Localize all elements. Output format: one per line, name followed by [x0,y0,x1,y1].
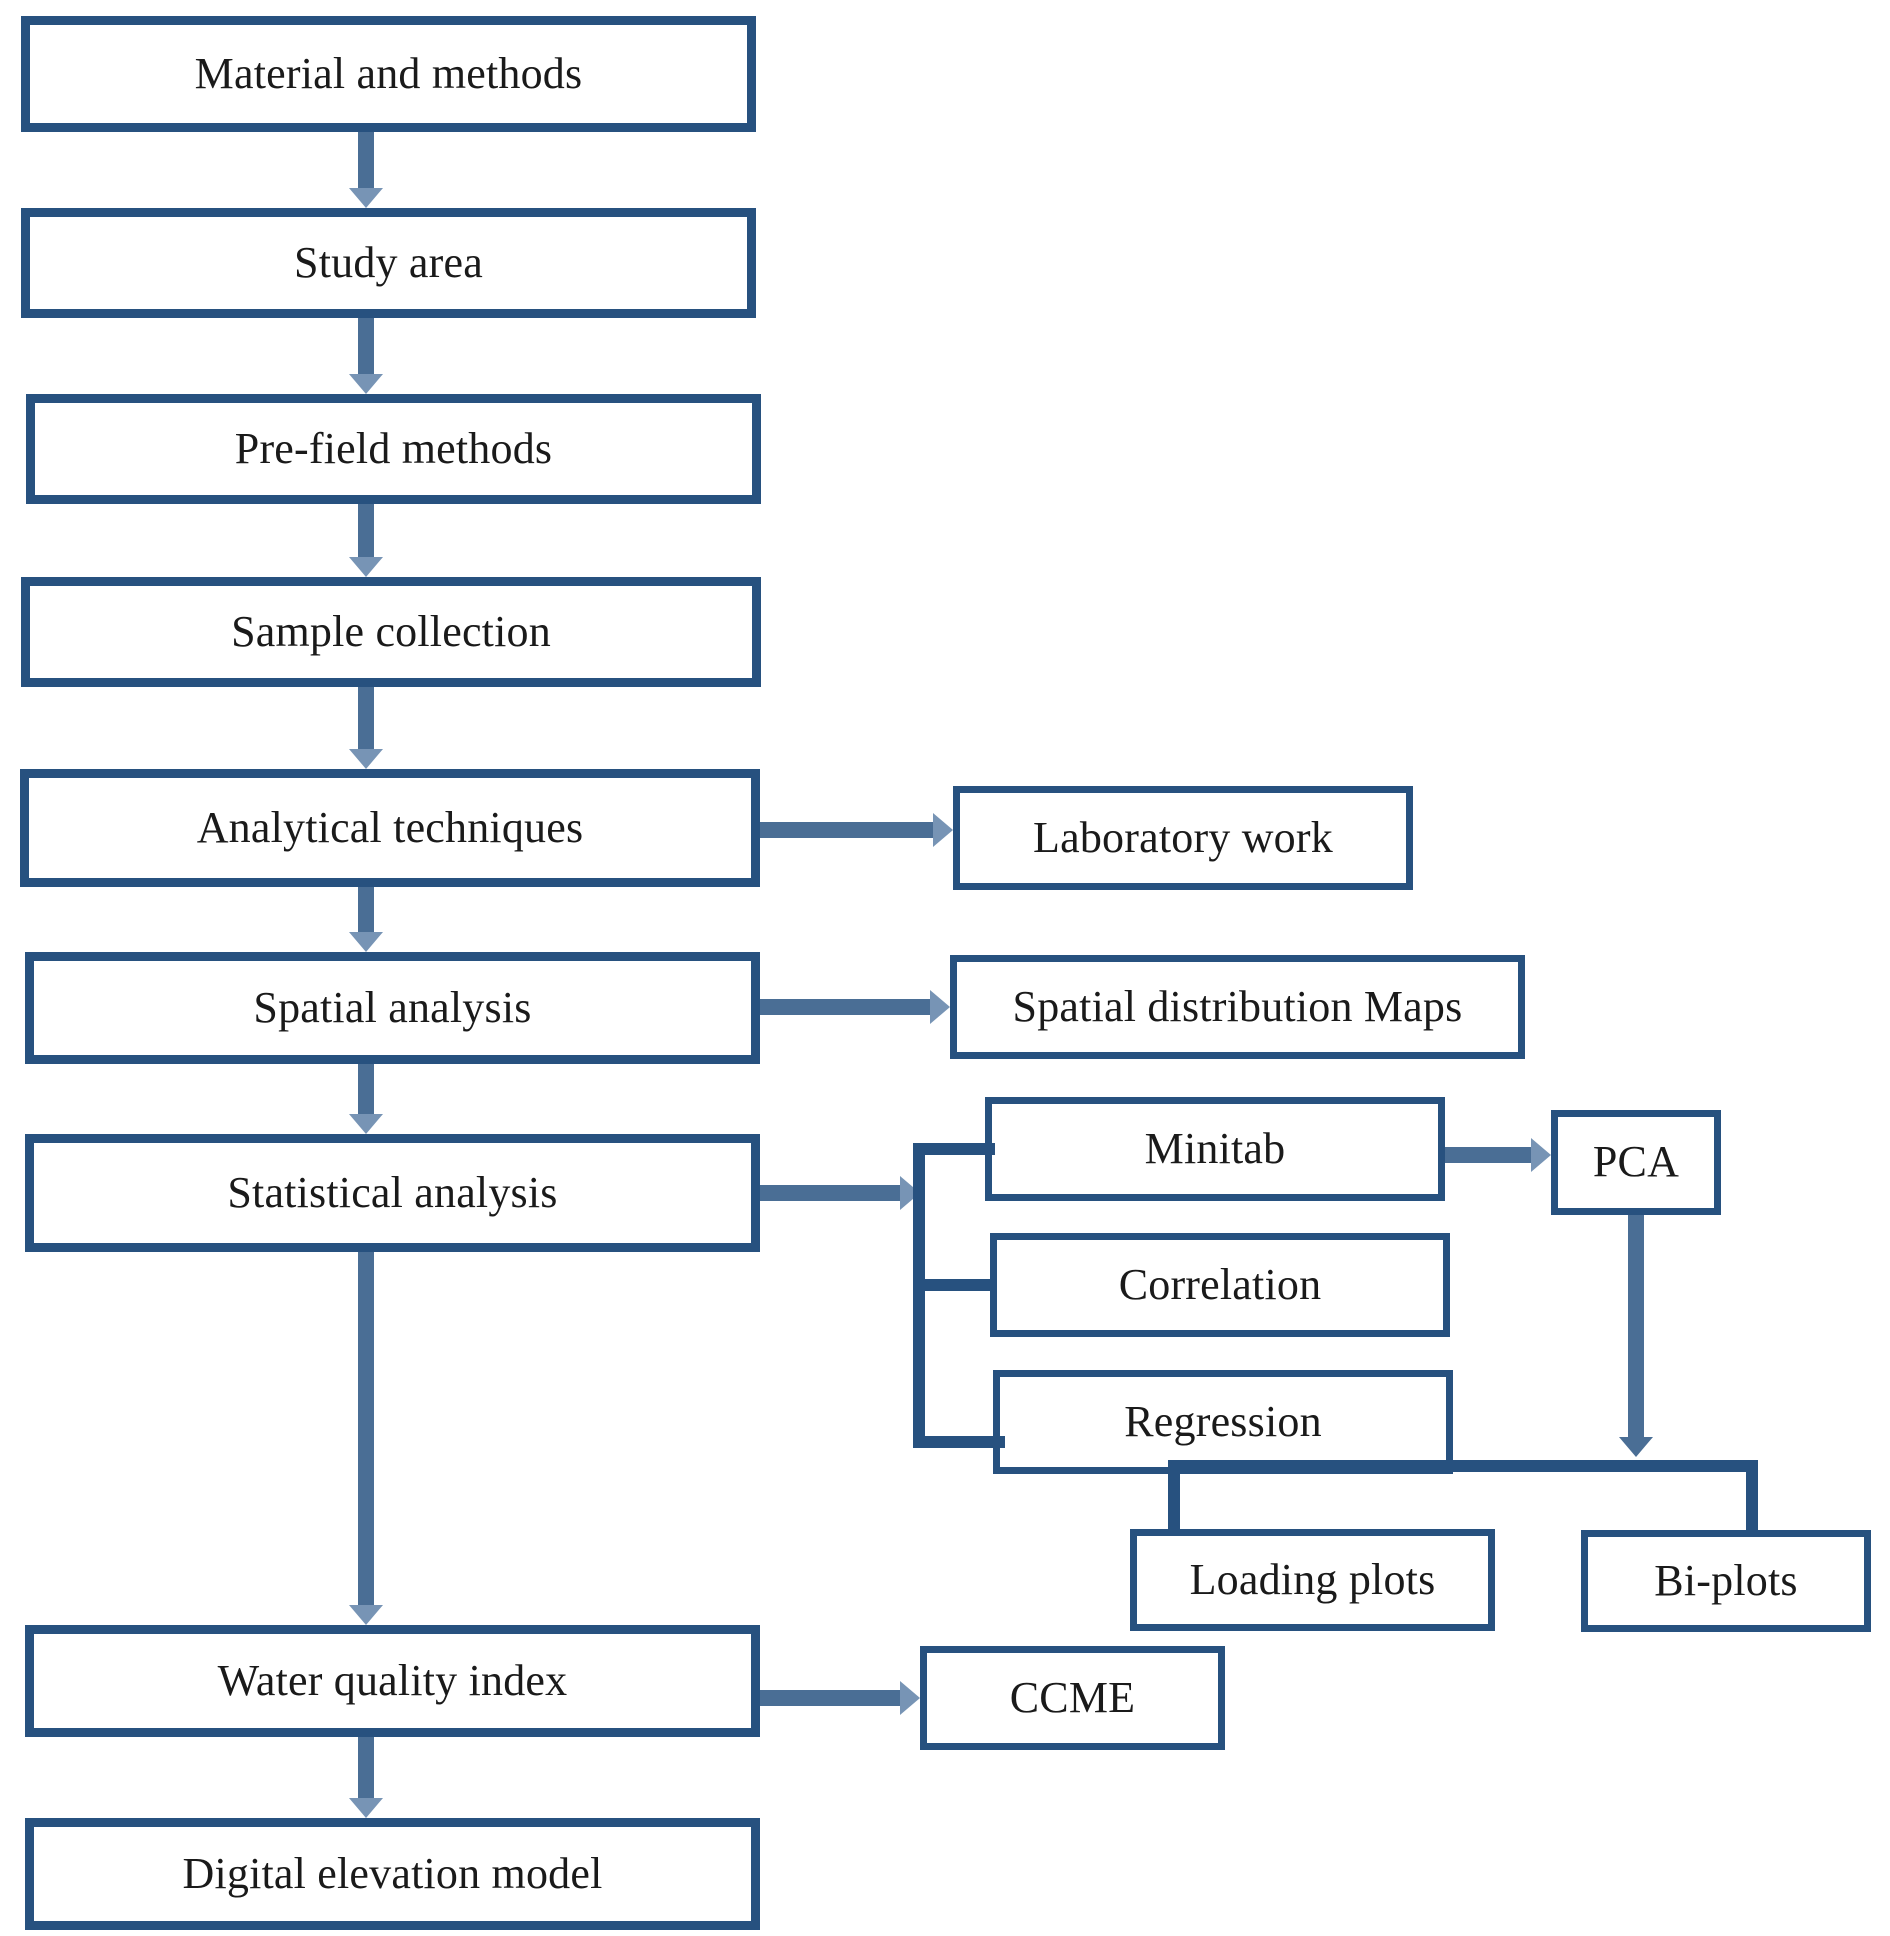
bracket-drop-to-bi-plots [1746,1460,1758,1532]
arrowhead-minitab-to-pca [1531,1138,1551,1172]
node-digital-elevation-model[interactable]: Digital elevation model [25,1818,760,1930]
node-correlation[interactable]: Correlation [990,1233,1450,1337]
node-spatial-analysis[interactable]: Spatial analysis [25,952,760,1064]
node-study-area[interactable]: Study area [21,208,756,318]
node-bi-plots[interactable]: Bi-plots [1581,1530,1871,1632]
node-label: Analytical techniques [196,802,584,852]
node-label: Water quality index [217,1655,568,1705]
node-loading-plots[interactable]: Loading plots [1130,1529,1495,1631]
bracket-spine-statistical-analysis [913,1143,925,1448]
connector-pca-stem-down [1628,1215,1644,1437]
bracket-bar-pca-children [1168,1460,1758,1472]
arrowhead-study-area-to-pre-field [349,374,383,394]
node-sample-collection[interactable]: Sample collection [21,577,761,687]
connector-pre-field-to-sample-collection [358,504,374,557]
connector-water-quality-index-to-ccme [760,1690,900,1706]
node-label: CCME [1009,1672,1136,1722]
node-regression[interactable]: Regression [993,1370,1453,1474]
node-water-quality-index[interactable]: Water quality index [25,1625,760,1737]
bracket-drop-to-loading-plots [1168,1460,1180,1532]
node-ccme[interactable]: CCME [920,1646,1225,1750]
connector-spatial-analysis-to-statistical-analysis [358,1064,374,1114]
connector-study-area-to-pre-field [358,318,374,374]
arrowhead-water-quality-index-to-digital-elevation-model [349,1798,383,1818]
node-laboratory-work[interactable]: Laboratory work [953,786,1413,890]
node-label: Loading plots [1189,1554,1436,1604]
node-pre-field-methods[interactable]: Pre-field methods [26,394,761,504]
arrowhead-statistical-analysis-to-water-quality-index [349,1605,383,1625]
arrowhead-pre-field-to-sample-collection [349,557,383,577]
connector-spatial-analysis-to-spatial-distribution-maps [760,999,930,1015]
arrowhead-pca-stem-down [1619,1437,1653,1457]
node-label: Regression [1124,1396,1322,1446]
bracket-arm-to-minitab [913,1143,995,1155]
arrowhead-water-quality-index-to-ccme [900,1681,920,1715]
node-label: Sample collection [231,606,551,656]
arrowhead-spatial-analysis-to-statistical-analysis [349,1114,383,1134]
node-label: Study area [294,237,483,287]
bracket-arm-to-regression [913,1436,1005,1448]
connector-statistical-analysis-to-water-quality-index [358,1252,374,1605]
connector-sample-collection-to-analytical [358,687,374,749]
arrowhead-analytical-to-spatial-analysis [349,932,383,952]
arrowhead-spatial-analysis-to-spatial-distribution-maps [930,990,950,1024]
node-label: Statistical analysis [227,1167,558,1217]
node-label: Pre-field methods [234,423,553,473]
arrowhead-sample-collection-to-analytical [349,749,383,769]
connector-statistical-analysis-to-bracket [760,1185,900,1201]
node-analytical-techniques[interactable]: Analytical techniques [20,769,760,887]
connector-material-to-study-area [358,132,374,188]
node-minitab[interactable]: Minitab [985,1097,1445,1201]
node-label: Bi-plots [1654,1555,1798,1605]
connector-minitab-to-pca [1445,1147,1531,1163]
node-statistical-analysis[interactable]: Statistical analysis [25,1134,760,1252]
node-pca[interactable]: PCA [1551,1110,1721,1215]
node-label: Correlation [1118,1259,1322,1309]
arrowhead-material-to-study-area [349,188,383,208]
node-label: Material and methods [194,48,583,98]
connector-water-quality-index-to-digital-elevation-model [358,1737,374,1798]
node-label: Laboratory work [1033,812,1333,862]
connector-analytical-to-laboratory-work [760,822,933,838]
node-spatial-distribution-maps[interactable]: Spatial distribution Maps [950,955,1525,1059]
node-label: PCA [1592,1137,1680,1187]
bracket-arm-to-correlation [913,1279,995,1291]
connector-analytical-to-spatial-analysis [358,887,374,932]
node-material-and-methods[interactable]: Material and methods [21,16,756,132]
node-label: Minitab [1144,1123,1286,1173]
node-label: Spatial distribution Maps [1012,981,1463,1031]
arrowhead-analytical-to-laboratory-work [933,813,953,847]
node-label: Digital elevation model [182,1848,603,1898]
node-label: Spatial analysis [253,982,532,1032]
